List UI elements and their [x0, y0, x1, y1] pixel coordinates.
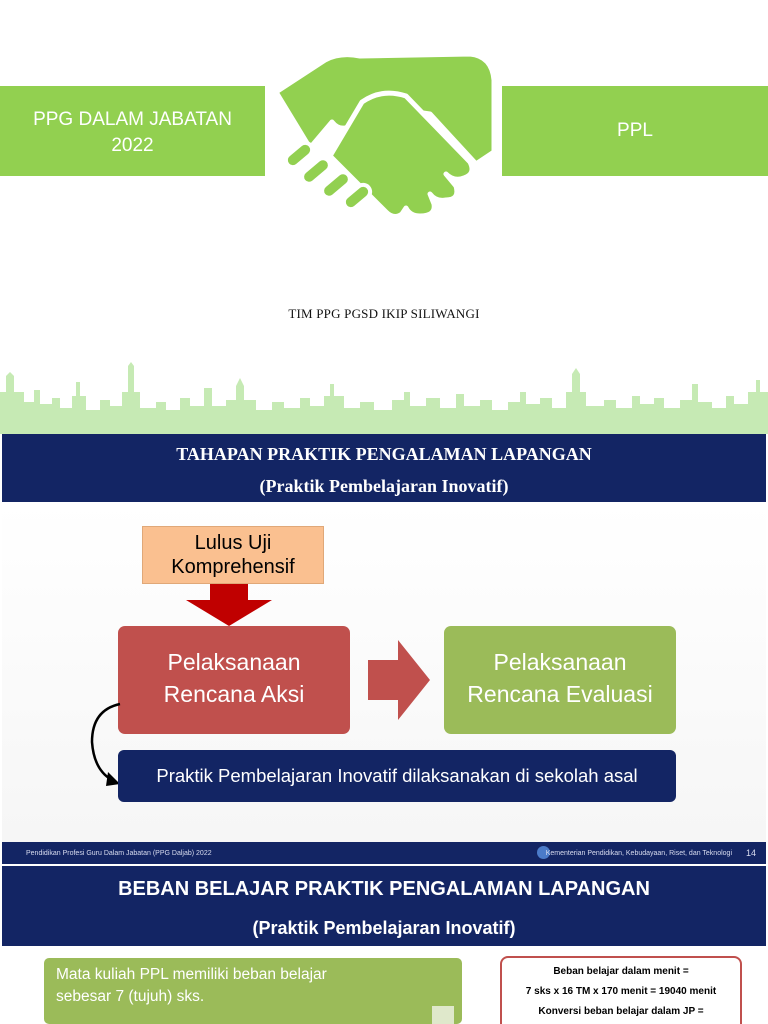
slide-header: BEBAN BELAJAR PRAKTIK PENGALAMAN LAPANGA…	[2, 866, 766, 946]
footer-program: Pendidikan Profesi Guru Dalam Jabatan (P…	[26, 850, 212, 857]
city-skyline	[0, 362, 768, 434]
slide-title: TAHAPAN PRAKTIK PENGALAMAN LAPANGAN	[176, 444, 592, 464]
rencana-aksi-box: Pelaksanaan Rencana Aksi	[118, 626, 350, 734]
ministry-emblem	[537, 846, 550, 859]
program-year: 2022	[111, 135, 154, 156]
beban-menit-line3: Konversi beban belajar dalam JP =	[538, 1006, 704, 1017]
slide-tahapan-ppl: TAHAPAN PRAKTIK PENGALAMAN LAPANGAN (Pra…	[2, 434, 766, 864]
program-title: PPG DALAM JABATAN	[33, 109, 232, 130]
slide-subtitle: (Praktik Pembelajaran Inovatif)	[252, 918, 516, 938]
lulus-line1: Lulus Uji	[194, 532, 272, 554]
handshake-icon	[273, 52, 497, 217]
lulus-uji-box: Lulus Uji Komprehensif	[142, 526, 324, 584]
rencana-evaluasi-box: Pelaksanaan Rencana Evaluasi	[444, 626, 676, 734]
slide-subtitle: (Praktik Pembelajaran Inovatif)	[259, 476, 509, 496]
beban-sks-line2: sebesar 7 (tujuh) sks.	[56, 988, 205, 1005]
rencana-aksi-line2: Rencana Aksi	[163, 681, 305, 707]
beban-sks-box: Mata kuliah PPL memiliki beban belajar s…	[44, 958, 462, 1024]
slide-header: TAHAPAN PRAKTIK PENGALAMAN LAPANGAN (Pra…	[2, 434, 766, 502]
arrow-down-icon	[186, 584, 272, 626]
rencana-evaluasi-line2: Rencana Evaluasi	[467, 681, 653, 707]
slide-footer: Pendidikan Profesi Guru Dalam Jabatan (P…	[2, 842, 766, 864]
beban-menit-box: Beban belajar dalam menit = 7 sks x 16 T…	[500, 956, 742, 1024]
arrow-right-icon	[368, 640, 430, 720]
footer-ministry: Kementerian Pendidikan, Kebudayaan, Rise…	[545, 850, 732, 857]
rencana-evaluasi-line1: Pelaksanaan	[493, 649, 627, 675]
course-title: PPL	[617, 120, 653, 141]
page-number: 14	[745, 848, 756, 858]
sekolah-asal-bar: Praktik Pembelajaran Inovatif dilaksanak…	[118, 750, 676, 802]
beban-menit-line2: 7 sks x 16 TM x 170 menit = 19040 menit	[525, 986, 717, 997]
curved-arrow-icon	[90, 702, 121, 786]
beban-sks-line1: Mata kuliah PPL memiliki beban belajar	[56, 966, 327, 983]
title-banner-left: PPG DALAM JABATAN 2022	[0, 86, 265, 176]
slide-title: BEBAN BELAJAR PRAKTIK PENGALAMAN LAPANGA…	[118, 878, 650, 900]
beban-menit-line1: Beban belajar dalam menit =	[553, 966, 689, 977]
slide-beban-belajar: BEBAN BELAJAR PRAKTIK PENGALAMAN LAPANGA…	[2, 866, 766, 1024]
rencana-aksi-line1: Pelaksanaan	[167, 649, 301, 675]
decorative-square	[432, 1006, 454, 1024]
title-banner-right: PPL	[502, 86, 768, 176]
lulus-line2: Komprehensif	[171, 556, 295, 578]
team-name: TIM PPG PGSD IKIP SILIWANGI	[288, 306, 480, 321]
